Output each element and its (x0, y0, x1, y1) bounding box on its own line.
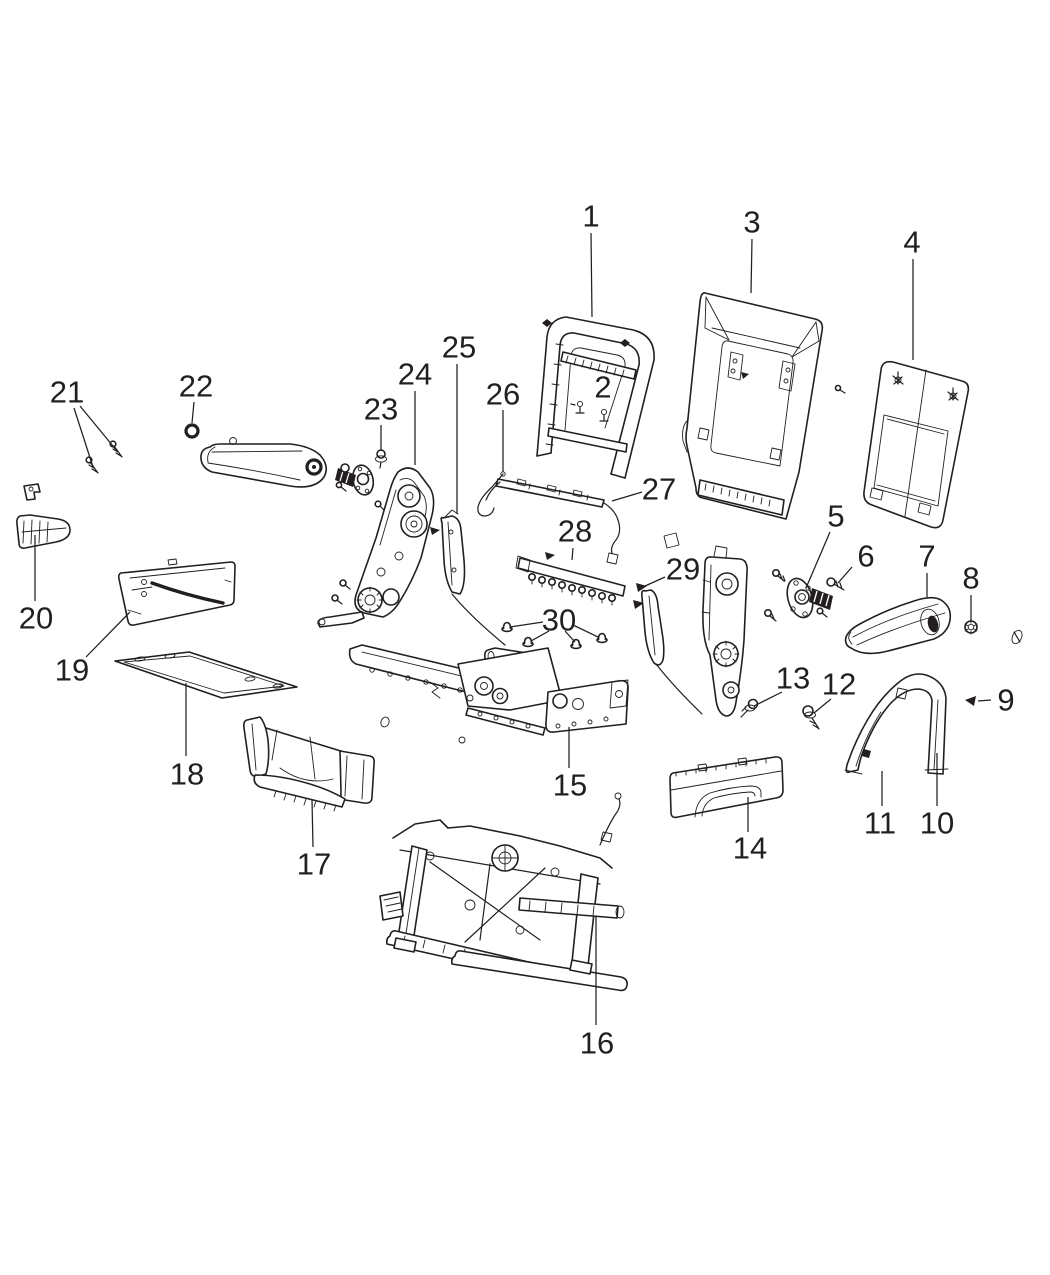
callout-25-label: 25 (442, 330, 476, 365)
part-26-wire (477, 471, 506, 517)
callout-29-leader-0 (644, 576, 666, 587)
part-9-screw (965, 696, 976, 706)
callout-21-label: 21 (50, 375, 84, 410)
callout-29-label: 29 (666, 552, 700, 587)
callout-3-label: 3 (743, 205, 760, 240)
callout-13-leader-0 (753, 691, 783, 707)
callout-6-leader-0 (837, 566, 853, 584)
callout-10-label: 10 (920, 806, 954, 841)
callout-14-label: 14 (733, 831, 767, 866)
callout-8-label: 8 (962, 561, 979, 596)
callout-30-leader-0 (509, 621, 544, 628)
callout-20-label: 20 (19, 601, 53, 636)
callout-1-label: 1 (582, 199, 599, 234)
callout-23-label: 23 (364, 392, 398, 427)
part-19-side-shield (117, 558, 236, 626)
callout-13-label: 13 (776, 661, 810, 696)
callout-17-label: 17 (297, 847, 331, 882)
callout-3-leader-0 (750, 238, 753, 294)
part-16-riser-assembly (379, 792, 628, 992)
part-21-screws (85, 440, 123, 474)
part-28-stud-bracket (515, 552, 626, 606)
part-14-inner-shield (669, 756, 784, 819)
part-1-backrest-frame (536, 316, 655, 479)
part-25-bracket (440, 509, 506, 646)
callout-22-label: 22 (179, 369, 213, 404)
callout-5-label: 5 (827, 499, 844, 534)
callout-30-leader-2 (564, 630, 576, 643)
part-7-armrest (844, 596, 952, 655)
callout-7-label: 7 (918, 539, 935, 574)
callout-24-label: 24 (398, 357, 432, 392)
callout-30-leader-1 (530, 630, 550, 642)
part-13-screw (740, 698, 759, 718)
callout-28-leader-0 (571, 547, 574, 561)
callout-2-label: 2 (594, 370, 611, 405)
callout-9-leader-0 (977, 699, 992, 702)
callout-27-label: 27 (642, 472, 676, 507)
part-12-screw (802, 705, 820, 730)
left-armrest (200, 437, 328, 488)
callout-1-leader-0 (590, 232, 593, 318)
part-15-cushion-frame (348, 644, 629, 744)
part-23-bolt (375, 449, 387, 469)
part-10-11-outer-shield (844, 673, 949, 775)
part-5-pivot-hub (763, 568, 833, 622)
right-pivot-bracket (641, 589, 703, 715)
right-recliner-panel (701, 545, 748, 717)
callout-11-label: 11 (864, 806, 896, 841)
callout-21-leader-0 (73, 407, 94, 468)
part-4-back-panel (863, 360, 970, 529)
callout-16-label: 16 (580, 1026, 614, 1061)
callout-4-label: 4 (903, 225, 920, 260)
part-29-clips (633, 583, 647, 609)
callout-26-label: 26 (486, 377, 520, 412)
callout-5-leader-0 (805, 531, 831, 589)
callout-15-label: 15 (553, 768, 587, 803)
part-20-end-cap (16, 483, 71, 549)
callout-30-leader-3 (572, 624, 599, 638)
callout-30-label: 30 (542, 603, 576, 638)
callout-27-leader-0 (611, 491, 643, 502)
part-17-underseat-shield (243, 716, 375, 812)
part-22-oring (184, 423, 200, 439)
callout-12-label: 12 (822, 667, 856, 702)
part-18-floor-mat (114, 651, 298, 699)
callout-22-leader-0 (191, 401, 195, 424)
part-6-screw (826, 577, 845, 591)
misc-fasteners (663, 384, 1023, 645)
callout-28-label: 28 (558, 514, 592, 549)
callout-12-leader-0 (813, 698, 832, 714)
left-pivot-hub (335, 463, 386, 512)
callout-18-label: 18 (170, 757, 204, 792)
callout-19-leader-0 (85, 611, 131, 658)
part-27-harness (485, 478, 621, 565)
callout-6-label: 6 (857, 539, 874, 574)
part-24-recliner-assembly (317, 467, 440, 628)
part-2-retainer-clips (570, 400, 609, 422)
hub-screws (763, 568, 828, 622)
callout-9-label: 9 (997, 683, 1014, 718)
part-30-nuts (501, 621, 608, 650)
part-8-nut (964, 619, 978, 635)
callout-19-label: 19 (55, 653, 89, 688)
part-3-backrest-panel (682, 292, 824, 520)
callout-17-leader-0 (311, 799, 314, 848)
callout-21-leader-1 (79, 405, 118, 452)
